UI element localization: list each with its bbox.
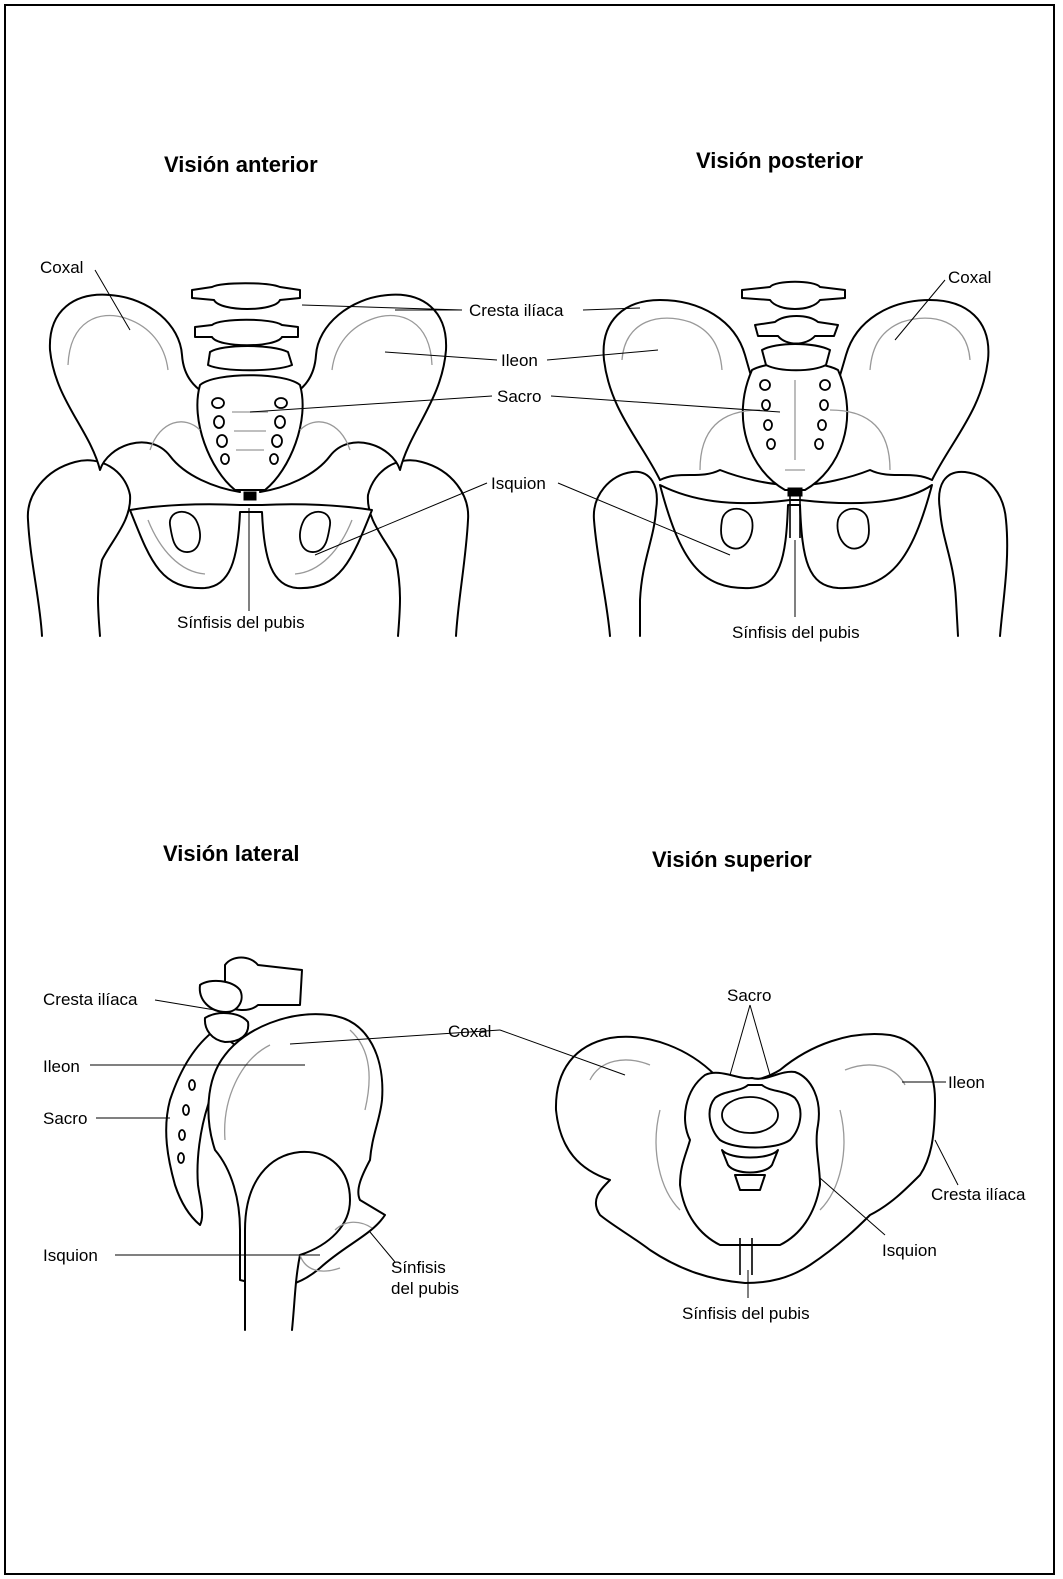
lateral-pelvis-drawing [166,958,385,1331]
anterior-pelvis-drawing [28,283,468,636]
posterior-view: Visión posterior [547,148,1007,642]
posterior-label-coxal: Coxal [948,268,991,287]
superior-label-sacro: Sacro [727,986,771,1005]
lateral-label-isquion: Isquion [43,1246,98,1265]
anterior-label-ileon: Ileon [501,351,538,370]
anterior-label-cresta-iliaca: Cresta ilíaca [469,301,564,320]
lateral-label-ileon: Ileon [43,1057,80,1076]
lateral-label-cresta-iliaca: Cresta ilíaca [43,990,138,1009]
anterior-label-sinfisis: Sínfisis del pubis [177,613,305,632]
lateral-label-sinfisis-line2: del pubis [391,1279,459,1298]
superior-title: Visión superior [652,847,812,872]
superior-pelvis-drawing [556,1034,935,1283]
anterior-label-coxal: Coxal [40,258,83,277]
posterior-title: Visión posterior [696,148,864,173]
superior-label-sinfisis: Sínfisis del pubis [682,1304,810,1323]
lateral-view: Visión lateral Cresta il [43,841,500,1330]
posterior-label-sinfisis: Sínfisis del pubis [732,623,860,642]
superior-view: Visión superior Sac [500,847,1026,1323]
anterior-view: Visión anterior [28,152,564,636]
posterior-pelvis-drawing [594,282,1007,636]
anterior-label-sacro: Sacro [497,387,541,406]
superior-label-ileon: Ileon [948,1073,985,1092]
lateral-label-coxal: Coxal [448,1022,491,1041]
lateral-title: Visión lateral [163,841,300,866]
anterior-label-isquion: Isquion [491,474,546,493]
superior-label-isquion: Isquion [882,1241,937,1260]
lateral-label-sinfisis-line1: Sínfisis [391,1258,446,1277]
anterior-title: Visión anterior [164,152,318,177]
lateral-label-sacro: Sacro [43,1109,87,1128]
superior-label-cresta-iliaca: Cresta ilíaca [931,1185,1026,1204]
